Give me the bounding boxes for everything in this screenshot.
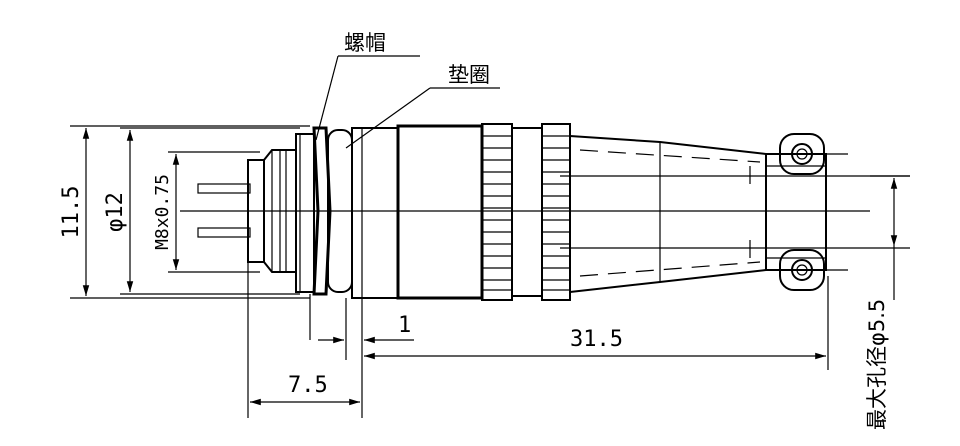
dim-gap: 1	[398, 313, 411, 338]
knurl-ring-1	[481, 123, 513, 301]
dim-diameter: φ12	[103, 192, 128, 232]
washer-leader	[345, 87, 431, 149]
tail-hidden-lines	[579, 149, 761, 277]
knurl-ring-2	[541, 123, 571, 301]
dim-body-length: 31.5	[570, 327, 623, 352]
pins	[197, 183, 251, 238]
coupling-body	[396, 124, 484, 300]
dimension-lines	[82, 128, 898, 406]
leader-lines	[315, 55, 500, 149]
dim-thread: M8x0.75	[152, 174, 173, 250]
label-washer: 垫圈	[448, 63, 490, 87]
extension-lines	[70, 125, 910, 418]
dim-front-length: 7.5	[288, 373, 328, 398]
flange	[351, 127, 399, 299]
label-nut: 螺帽	[344, 31, 386, 55]
dim-height: 11.5	[59, 186, 84, 239]
ring-gap	[511, 127, 543, 297]
thread-section	[295, 133, 315, 293]
nut-leader	[315, 55, 339, 141]
connector-body	[180, 123, 910, 301]
dim-max-hole: 最大孔径φ5.5	[865, 299, 889, 430]
